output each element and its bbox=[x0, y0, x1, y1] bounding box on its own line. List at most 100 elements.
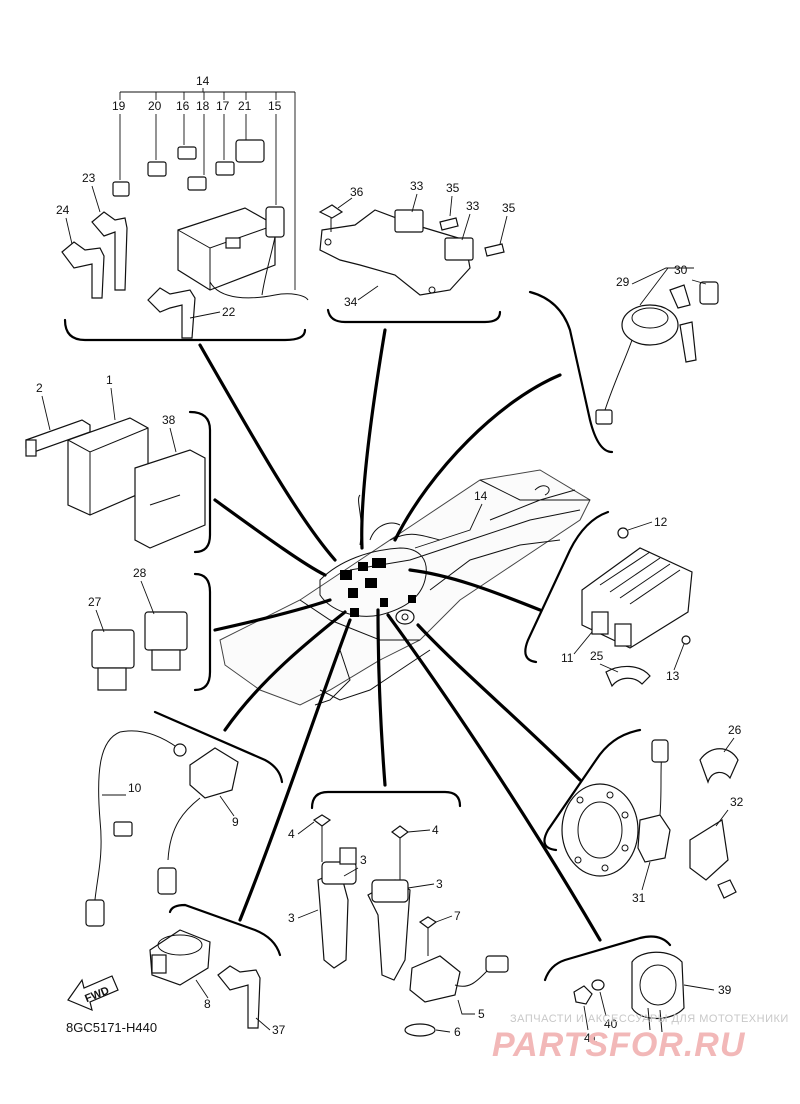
diagram-code: 8GC5171-H440 bbox=[66, 1020, 157, 1035]
o-ring-6 bbox=[404, 1023, 436, 1037]
bolt-13 bbox=[681, 635, 691, 645]
sensor-cable-group: 10 9 bbox=[85, 710, 284, 927]
callout-11: 11 bbox=[561, 651, 574, 665]
callout-33-a: 33 bbox=[410, 179, 424, 193]
callout-22: 22 bbox=[222, 305, 236, 319]
relay-33-a bbox=[394, 209, 424, 233]
bolt-35-a bbox=[439, 217, 459, 231]
callout-26: 26 bbox=[728, 723, 742, 737]
nut-41 bbox=[573, 985, 593, 1005]
sensor-bracket-32 bbox=[689, 819, 729, 881]
callout-35-b: 35 bbox=[502, 201, 516, 215]
callout-34: 34 bbox=[344, 295, 358, 309]
connector-15 bbox=[265, 206, 285, 238]
main-switch-group: 29 30 bbox=[528, 263, 719, 454]
watermark-logo: PARTSFOR.RU bbox=[492, 1026, 746, 1064]
callout-2: 2 bbox=[36, 381, 43, 395]
callout-3-c: 3 bbox=[436, 877, 443, 891]
fuse-17 bbox=[215, 161, 235, 176]
clamp-26 bbox=[699, 748, 739, 784]
callout-4-b: 4 bbox=[432, 823, 439, 837]
callout-39: 39 bbox=[718, 983, 732, 997]
callout-8: 8 bbox=[204, 997, 211, 1011]
bolt-7 bbox=[418, 916, 438, 929]
fwd-arrow-icon: FWD bbox=[67, 975, 119, 1012]
speed-sensor-31 bbox=[637, 814, 671, 863]
callout-13: 13 bbox=[666, 669, 680, 683]
bolt-36 bbox=[318, 204, 344, 219]
relay-33-b bbox=[444, 237, 474, 261]
sensor-39-group: 39 40 41 bbox=[543, 935, 732, 1045]
rotor-disc bbox=[561, 783, 639, 877]
callout-38: 38 bbox=[162, 413, 176, 427]
sensor-5 bbox=[409, 955, 461, 1003]
callout-1: 1 bbox=[106, 373, 113, 387]
fuse-19 bbox=[112, 181, 130, 197]
relay-bracket-group: 36 33 33 35 35 34 bbox=[318, 179, 516, 324]
fuse-20 bbox=[147, 161, 167, 177]
callout-20: 20 bbox=[148, 99, 162, 113]
washer-40 bbox=[591, 979, 605, 991]
callout-6: 6 bbox=[454, 1025, 461, 1039]
cable-tie-37 bbox=[217, 965, 261, 1029]
callout-21: 21 bbox=[238, 99, 252, 113]
key-cover-30 bbox=[699, 281, 719, 305]
callout-23: 23 bbox=[82, 171, 96, 185]
callout-12: 12 bbox=[654, 515, 668, 529]
relay-28 bbox=[144, 611, 188, 651]
callout-18: 18 bbox=[196, 99, 210, 113]
cable-10 bbox=[85, 899, 105, 927]
neutral-switch-group: 8 37 bbox=[149, 903, 286, 1037]
ecu-group: 2 1 38 bbox=[25, 373, 212, 554]
callout-24: 24 bbox=[56, 203, 70, 217]
callout-41: 41 bbox=[584, 1031, 598, 1045]
callout-30: 30 bbox=[674, 263, 688, 277]
cable-tie-24 bbox=[61, 241, 105, 299]
callout-29: 29 bbox=[616, 275, 630, 289]
relay-bracket bbox=[319, 209, 471, 296]
nut-12 bbox=[617, 527, 629, 539]
fuse-box bbox=[177, 207, 276, 291]
fuse-box-group: 14 19 20 16 18 17 21 15 22 23 24 bbox=[56, 74, 309, 342]
callout-3-b: 3 bbox=[360, 853, 367, 867]
fuse-21 bbox=[235, 139, 265, 163]
callout-28: 28 bbox=[133, 566, 147, 580]
callout-36: 36 bbox=[350, 185, 364, 199]
callout-31: 31 bbox=[632, 891, 646, 905]
callout-4-a: 4 bbox=[288, 827, 295, 841]
callout-5: 5 bbox=[478, 1007, 485, 1021]
callout-32: 32 bbox=[730, 795, 744, 809]
rectifier-regulator-11 bbox=[581, 547, 693, 649]
callout-14-mid: 14 bbox=[474, 489, 488, 503]
callout-19: 19 bbox=[112, 99, 126, 113]
sensor-9 bbox=[189, 747, 239, 799]
ignition-coil-group: 4 4 3 3 3 7 5 6 bbox=[288, 790, 509, 1039]
cable-tie-22 bbox=[147, 287, 196, 339]
fuse-16 bbox=[177, 146, 197, 160]
callout-33-b: 33 bbox=[466, 199, 480, 213]
callout-25: 25 bbox=[590, 649, 604, 663]
callout-35-a: 35 bbox=[446, 181, 460, 195]
bolt-4-b bbox=[391, 825, 409, 839]
sensor-39 bbox=[631, 951, 685, 1019]
key-30-a bbox=[669, 284, 691, 309]
speed-sensor-group: 32 31 26 bbox=[543, 723, 744, 905]
callout-37: 37 bbox=[272, 1023, 286, 1037]
fuse-18 bbox=[187, 176, 207, 191]
callout-9: 9 bbox=[232, 815, 239, 829]
callout-16: 16 bbox=[176, 99, 190, 113]
cable-tie-23 bbox=[91, 211, 128, 291]
callout-3-a: 3 bbox=[288, 911, 295, 925]
rectifier-group: 12 13 11 25 bbox=[524, 510, 693, 688]
bolt-4-a bbox=[312, 814, 332, 827]
main-switch-29 bbox=[621, 304, 679, 346]
callout-27: 27 bbox=[88, 595, 102, 609]
heavy-leader-lines bbox=[198, 328, 602, 942]
watermark-tagline: ЗАПЧАСТИ И АКСЕССУАРЫ ДЛЯ МОТОТЕХНИКИ bbox=[510, 1013, 789, 1025]
relay-group-left: 27 28 bbox=[88, 566, 212, 692]
ignition-coil-3-a bbox=[317, 869, 349, 969]
callout-7: 7 bbox=[454, 909, 461, 923]
relay-27 bbox=[91, 629, 135, 669]
callout-15: 15 bbox=[268, 99, 282, 113]
